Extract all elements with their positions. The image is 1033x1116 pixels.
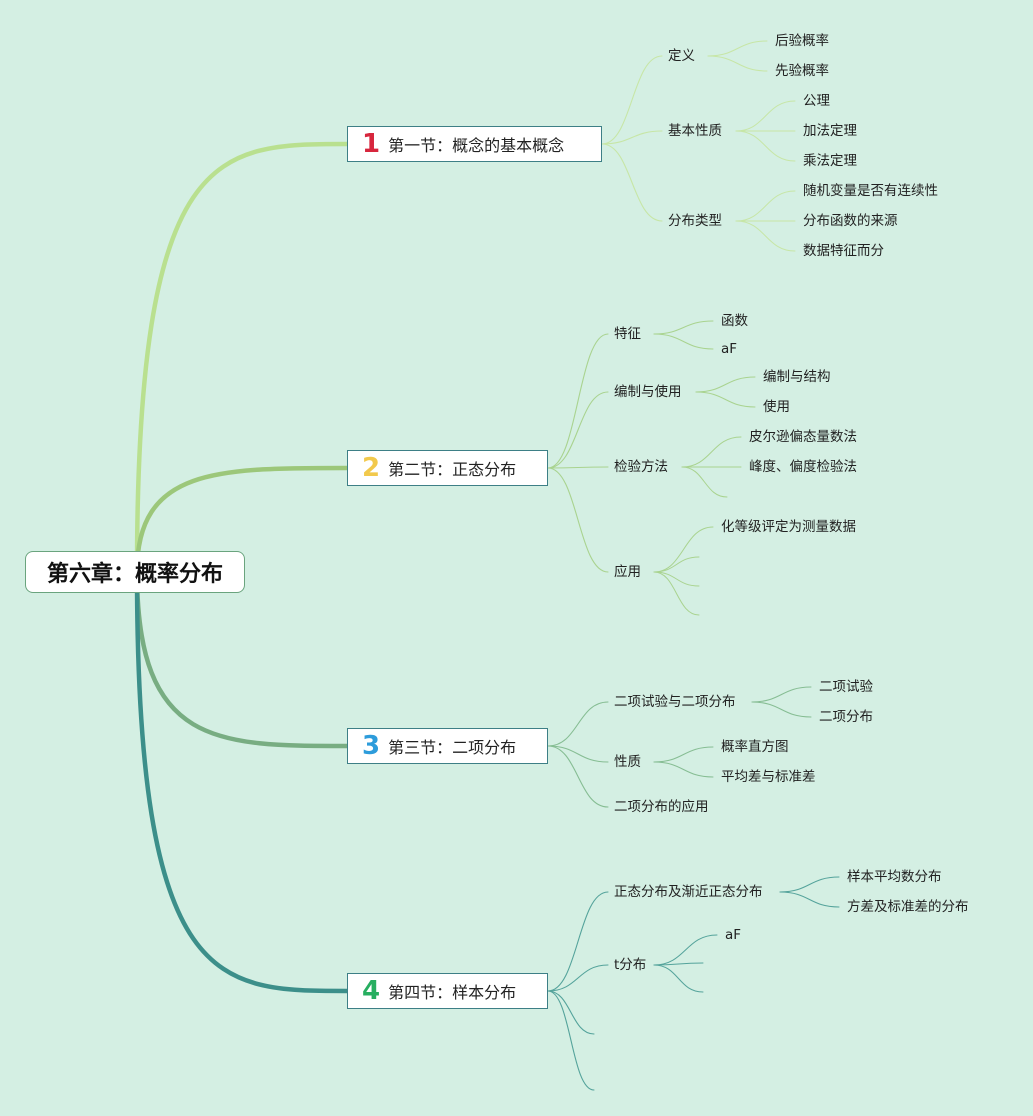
section-label: 第二节：正态分布 (388, 460, 517, 479)
connector-line (681, 466, 728, 498)
section-number-badge: 2 (362, 453, 381, 483)
section-node-4[interactable]: 4 第四节：样本分布 (347, 973, 548, 1009)
topic-node[interactable]: 定义 (668, 48, 695, 64)
topic-node[interactable]: 编制与使用 (614, 384, 682, 400)
subtopic-node[interactable]: 编制与结构 (763, 369, 831, 385)
connector-line (653, 746, 714, 763)
connector-line (653, 333, 714, 350)
connector-line (751, 686, 812, 703)
section-label: 第四节：样本分布 (388, 983, 517, 1002)
connector-line (653, 526, 714, 573)
connector-line (601, 143, 663, 222)
section-number-badge: 4 (362, 976, 381, 1006)
section-node-3[interactable]: 3 第三节：二项分布 (347, 728, 548, 764)
section-label: 第一节：概念的基本概念 (388, 136, 565, 155)
section-label: 第三节：二项分布 (388, 738, 517, 757)
subtopic-node[interactable]: 使用 (763, 399, 790, 415)
subtopic-node[interactable]: 乘法定理 (803, 153, 857, 169)
branch-line-4 (134, 569, 350, 994)
subtopic-node[interactable]: 峰度、偏度检验法 (749, 459, 857, 475)
connector-line (547, 333, 609, 469)
topic-node[interactable]: 分布类型 (668, 213, 722, 229)
connector-line (653, 964, 704, 993)
connector-line (707, 55, 768, 72)
subtopic-node[interactable]: aF (721, 341, 738, 357)
connector-line (547, 891, 609, 992)
subtopic-node[interactable]: 先验概率 (775, 63, 829, 79)
subtopic-node[interactable]: 分布函数的来源 (803, 213, 898, 229)
connector-line (547, 964, 609, 992)
section-node-2[interactable]: 2 第二节：正态分布 (347, 450, 548, 486)
subtopic-node[interactable]: 随机变量是否有连续性 (803, 183, 938, 199)
connector-line (653, 320, 714, 335)
connector-line (735, 220, 796, 252)
section-number-badge: 3 (362, 731, 381, 761)
topic-node[interactable]: 基本性质 (668, 123, 722, 139)
subtopic-node[interactable]: 函数 (721, 313, 748, 329)
subtopic-node[interactable]: 化等级评定为测量数据 (721, 519, 856, 535)
connector-line (751, 701, 812, 718)
connector-line (653, 571, 700, 587)
subtopic-node[interactable]: 公理 (803, 93, 830, 109)
connector-line (779, 891, 840, 908)
connector-line (695, 391, 756, 408)
section-node-1[interactable]: 1 第一节：概念的基本概念 (347, 126, 602, 162)
connector-line (547, 745, 609, 808)
subtopic-node[interactable]: 后验概率 (775, 33, 829, 49)
branch-line-1 (134, 141, 350, 575)
subtopic-node[interactable]: 平均差与标准差 (721, 769, 816, 785)
subtopic-node[interactable]: 加法定理 (803, 123, 857, 139)
subtopic-node[interactable]: 样本平均数分布 (847, 869, 942, 885)
connector-line (547, 745, 609, 763)
topic-node[interactable]: 二项试验与二项分布 (614, 694, 736, 710)
subtopic-node[interactable]: 概率直方图 (721, 739, 789, 755)
connector-line (547, 990, 595, 1091)
connector-line (735, 190, 796, 222)
connector-line (681, 436, 742, 468)
connector-line (601, 55, 663, 145)
connector-line (735, 100, 796, 132)
subtopic-node[interactable]: 数据特征而分 (803, 243, 884, 259)
subtopic-node[interactable]: aF (725, 927, 742, 943)
subtopic-node[interactable]: 二项分布 (819, 709, 873, 725)
subtopic-node[interactable]: 二项试验 (819, 679, 873, 695)
connector-line (707, 40, 768, 57)
topic-node[interactable]: 二项分布的应用 (614, 799, 709, 815)
connector-line (547, 391, 609, 469)
connector-line (601, 130, 663, 145)
connector-line (653, 962, 704, 966)
branch-line-3 (134, 569, 350, 749)
connector-line (735, 130, 796, 162)
topic-node[interactable]: 正态分布及渐近正态分布 (614, 884, 763, 900)
connector-line (653, 571, 700, 616)
connector-line (547, 701, 609, 747)
topic-node[interactable]: 特征 (614, 326, 641, 342)
connector-line (547, 467, 609, 573)
root-label: 第六章：概率分布 (46, 562, 223, 587)
topic-node[interactable]: 应用 (614, 564, 641, 580)
connector-line (653, 934, 718, 966)
root-topic[interactable]: 第六章：概率分布 (25, 551, 245, 593)
connector-line (653, 761, 714, 778)
connector-line (547, 990, 595, 1035)
connector-line (653, 556, 700, 573)
branch-line-2 (134, 465, 350, 575)
connector-line (695, 376, 756, 393)
subtopic-node[interactable]: 方差及标准差的分布 (847, 899, 969, 915)
topic-node[interactable]: 性质 (614, 754, 641, 770)
connector-line (547, 466, 609, 469)
subtopic-node[interactable]: 皮尔逊偏态量数法 (749, 429, 857, 445)
topic-node[interactable]: t分布 (614, 957, 647, 973)
section-number-badge: 1 (362, 129, 381, 159)
topic-node[interactable]: 检验方法 (614, 459, 668, 475)
connector-line (779, 876, 840, 893)
